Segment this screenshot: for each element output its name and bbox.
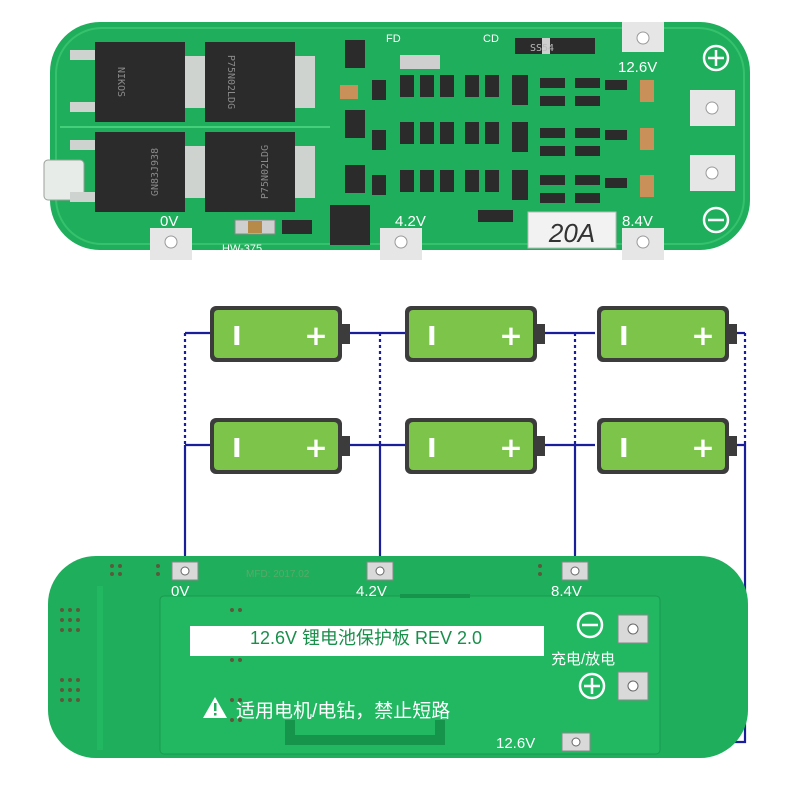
mosfet-marking: GN83J938 <box>150 148 161 196</box>
warning-triangle-icon <box>203 697 227 718</box>
date-code: MFD: 2017.02 <box>246 569 310 580</box>
bottom-label-4-2v: 4.2V <box>356 583 387 600</box>
mosfet-1 <box>70 42 205 122</box>
mosfet-4 <box>205 132 315 212</box>
top-minus-icon <box>702 206 730 234</box>
battery-positive-symbol: + <box>499 431 522 464</box>
top-label-8-4v: 8.4V <box>622 213 653 230</box>
battery-positive-symbol: + <box>304 319 327 352</box>
bottom-pcb <box>48 556 748 758</box>
mosfet-3 <box>70 132 205 212</box>
battery-negative-symbol: I <box>619 322 629 352</box>
battery-positive-symbol: + <box>691 319 714 352</box>
battery-pack: I+I+I+I+I+I+ <box>210 306 737 474</box>
top-cd-label: CD <box>483 33 499 45</box>
top-plus-icon <box>702 44 730 72</box>
diode-marking: SS54 <box>530 43 554 54</box>
battery-positive-symbol: + <box>691 431 714 464</box>
top-pcb: NIKOS P75N02LDG GN83J938 P75N02LDG <box>43 22 750 260</box>
top-label-12-6v: 12.6V <box>618 59 657 76</box>
bottom-label-8-4v: 8.4V <box>551 583 582 600</box>
battery-cell: I+ <box>597 418 737 474</box>
battery-positive-symbol: + <box>499 319 522 352</box>
battery-cell: I+ <box>405 306 545 362</box>
top-label-0v: 0V <box>160 213 178 230</box>
mosfet-marking: P75N02LDG <box>225 55 236 109</box>
battery-cell: I+ <box>405 418 545 474</box>
bottom-label-12-6v: 12.6V <box>496 735 535 752</box>
battery-negative-symbol: I <box>232 434 242 464</box>
battery-negative-symbol: I <box>427 322 437 352</box>
mosfet-2 <box>205 42 315 122</box>
top-model-label: HW-375 <box>222 243 262 255</box>
battery-cell: I+ <box>210 306 350 362</box>
current-badge: 20A <box>548 218 595 248</box>
battery-negative-symbol: I <box>619 434 629 464</box>
mosfet-marking: NIKOS <box>115 67 126 97</box>
battery-positive-symbol: + <box>304 431 327 464</box>
bottom-label-0v: 0V <box>171 583 189 600</box>
top-mount-pads <box>150 22 735 260</box>
bottom-minus-icon <box>576 611 604 639</box>
bottom-title: 12.6V 锂电池保护板 REV 2.0 <box>250 628 482 648</box>
top-label-4-2v: 4.2V <box>395 213 426 230</box>
via-dots <box>60 564 542 722</box>
battery-negative-symbol: I <box>232 322 242 352</box>
bottom-plus-icon <box>578 672 606 700</box>
component-grid <box>234 38 654 245</box>
bottom-pads <box>171 561 649 752</box>
battery-cell: I+ <box>210 418 350 474</box>
battery-negative-symbol: I <box>427 434 437 464</box>
mosfet-marking: P75N02LDG <box>260 145 271 199</box>
top-fd-label: FD <box>386 33 401 45</box>
charge-discharge-label: 充电/放电 <box>551 651 615 668</box>
battery-cell: I+ <box>597 306 737 362</box>
bottom-warning: 适用电机/电钻，禁止短路 <box>236 700 450 722</box>
